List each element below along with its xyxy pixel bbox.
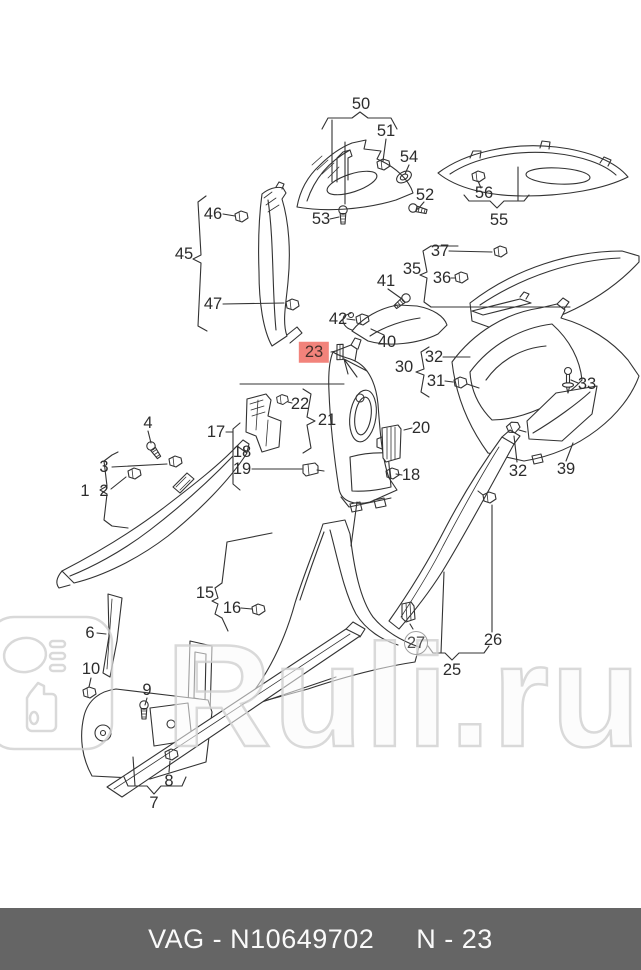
part-label-20: 20 xyxy=(411,418,431,437)
part-label-51: 51 xyxy=(376,121,396,140)
part-label-40: 40 xyxy=(377,332,397,351)
clip-27 xyxy=(401,601,416,623)
part-15-b-pillar-lower-trim xyxy=(253,519,420,703)
part-label-46: 46 xyxy=(203,204,223,223)
part-label-25: 25 xyxy=(442,660,462,679)
part-label-31: 31 xyxy=(426,371,446,390)
part-label-1: 1 xyxy=(80,481,90,500)
part-label-15: 15 xyxy=(195,583,215,602)
part-label-3: 3 xyxy=(99,457,109,476)
part-label-52: 52 xyxy=(415,185,435,204)
part-39-cover-panel xyxy=(526,385,598,442)
part-label-23: 23 xyxy=(298,341,330,363)
part-45-b-pillar-upper-trim xyxy=(258,181,303,347)
part-label-37: 37 xyxy=(430,241,450,260)
part-30-lower-pillar-trim xyxy=(451,291,640,465)
part-label-22: 22 xyxy=(290,394,310,413)
group-brackets xyxy=(99,111,571,795)
part-label-41: 41 xyxy=(376,271,396,290)
part-label-18: 18 xyxy=(401,465,421,484)
part-label-53: 53 xyxy=(311,209,331,228)
screw-33 xyxy=(561,366,575,394)
part-label-35: 35 xyxy=(402,259,422,278)
part-1-a-pillar-trim xyxy=(56,439,250,589)
catalog-number: VAG - N10649702 xyxy=(148,923,375,954)
part-label-30: 30 xyxy=(394,357,414,376)
part-label-55: 55 xyxy=(489,210,509,229)
screw-icons xyxy=(139,202,575,720)
part-label-32: 32 xyxy=(508,461,528,480)
part-label-6: 6 xyxy=(85,623,95,642)
part-20-clip-plate xyxy=(376,424,402,463)
page-number: N - 23 xyxy=(416,923,493,954)
part-25-rear-sill-trim xyxy=(388,429,521,630)
part-label-54: 54 xyxy=(399,147,419,166)
part-label-21: 21 xyxy=(317,410,337,429)
part-label-33: 33 xyxy=(577,374,597,393)
clip-23 xyxy=(336,343,344,361)
part-label-26: 26 xyxy=(483,630,503,649)
part-label-32: 32 xyxy=(424,347,444,366)
part-label-2: 2 xyxy=(99,481,109,500)
part-label-27: 27 xyxy=(404,631,428,655)
part-label-10: 10 xyxy=(81,659,101,678)
part-label-9: 9 xyxy=(142,680,152,699)
part-label-18: 18 xyxy=(232,442,252,461)
part-label-4: 4 xyxy=(143,413,153,432)
clip-19 xyxy=(302,462,319,477)
part-label-50: 50 xyxy=(351,94,371,113)
part-label-36: 36 xyxy=(432,268,452,287)
part-label-39: 39 xyxy=(556,459,576,478)
part-40-bracket xyxy=(342,304,448,345)
parts-drawing xyxy=(56,111,640,798)
part-50-upper-pillar-trim xyxy=(296,139,414,211)
clip-icons xyxy=(82,158,522,761)
part-label-7: 7 xyxy=(149,793,159,812)
part-label-56: 56 xyxy=(474,183,494,202)
part-label-17: 17 xyxy=(206,422,226,441)
part-17-mounting-bracket xyxy=(245,393,282,453)
part-label-16: 16 xyxy=(222,598,242,617)
part-label-19: 19 xyxy=(232,459,252,478)
part-55-header-trim xyxy=(437,140,629,197)
part-label-42: 42 xyxy=(328,309,348,328)
part-label-45: 45 xyxy=(174,244,194,263)
part-label-47: 47 xyxy=(203,294,223,313)
footer-bar: VAG - N10649702 N - 23 xyxy=(0,908,641,970)
part-label-8: 8 xyxy=(164,771,174,790)
